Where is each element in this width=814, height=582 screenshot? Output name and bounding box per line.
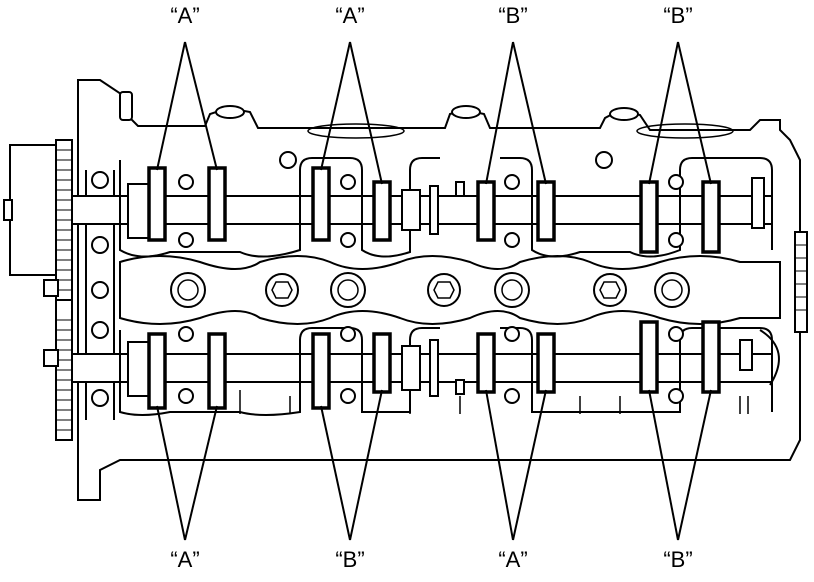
bottom-label-4: “B” (663, 547, 693, 572)
upper-journal-3 (311, 166, 331, 242)
upper-shaft-collar-3 (455, 181, 465, 197)
top-label-3: “B” (498, 3, 528, 28)
head-bolt-3-hex (599, 281, 621, 299)
top-boss-3 (609, 107, 639, 121)
lower-shaft-end (739, 339, 753, 371)
lower-journal-7 (639, 320, 659, 394)
lower-shaft-collar-2 (429, 339, 439, 397)
top-boss-2 (451, 105, 481, 119)
top-leaders (156, 41, 712, 185)
plug-well-4 (654, 272, 690, 308)
front-bolt-3 (91, 281, 109, 299)
left-lower-tab (43, 279, 59, 297)
right-connector-hatch (795, 244, 807, 311)
left-cover-tab (3, 199, 13, 221)
upper-housing-row (119, 157, 773, 258)
lower-ribs (239, 390, 749, 414)
port-oval-2 (636, 123, 734, 139)
bottom-label-1: “A” (170, 547, 200, 572)
lower-shaft-collar-1 (401, 345, 421, 391)
upper-shaft-collar-1 (401, 189, 421, 231)
head-bolt-2 (427, 273, 461, 307)
front-shaft-stub-upper (127, 183, 151, 239)
head-bolt-2-hex (433, 281, 455, 299)
head-bolt-1 (265, 273, 299, 307)
upper-cap-bolts (178, 151, 684, 248)
right-end-bulge (759, 329, 780, 386)
front-bolt-1 (91, 171, 109, 189)
lower-journal-4 (372, 332, 392, 394)
plug-well-2 (330, 272, 366, 308)
head-bolt-1-hex (271, 281, 293, 299)
plug-well-3-inner (501, 279, 523, 301)
lower-journal-8 (701, 320, 721, 394)
plug-well-3 (494, 272, 530, 308)
upper-journal-2 (207, 166, 227, 242)
lower-camshaft (71, 353, 773, 383)
bottom-leaders (156, 389, 712, 541)
center-web (119, 255, 781, 325)
lower-journal-3 (311, 332, 331, 410)
plug-well-1 (170, 272, 206, 308)
front-bolt-5 (91, 389, 109, 407)
port-oval-1 (307, 123, 405, 139)
upper-journal-8 (701, 180, 721, 254)
breather-pipe (119, 91, 133, 121)
upper-shaft-collar-2 (429, 185, 439, 235)
top-boss-1 (215, 105, 245, 119)
left-lower-tab-2 (43, 349, 59, 367)
head-outline (77, 79, 801, 501)
front-bolt-4 (91, 321, 109, 339)
upper-journal-7 (639, 180, 659, 254)
lower-shaft-collar-3 (455, 379, 465, 395)
upper-journal-1 (147, 166, 167, 242)
bottom-label-3: “A” (498, 547, 528, 572)
left-cover-plate (9, 144, 57, 276)
head-bolt-3 (593, 273, 627, 307)
upper-journal-6 (536, 180, 556, 242)
lower-cap-bolts (178, 326, 684, 404)
upper-camshaft (71, 195, 773, 225)
right-connector (794, 231, 808, 333)
top-label-2: “A” (335, 3, 365, 28)
upper-journal-4 (372, 180, 392, 242)
front-shaft-stub-lower (127, 341, 151, 397)
bottom-label-2: “B” (335, 547, 365, 572)
lower-journal-2 (207, 332, 227, 410)
plug-well-2-inner (337, 279, 359, 301)
top-label-4: “B” (663, 3, 693, 28)
plug-well-4-inner (661, 279, 683, 301)
lower-journal-1 (147, 332, 167, 410)
front-bolt-2 (91, 236, 109, 254)
upper-journal-5 (476, 180, 496, 242)
lower-journal-6 (536, 332, 556, 394)
top-label-1: “A” (170, 3, 200, 28)
lower-journal-5 (476, 332, 496, 394)
upper-shaft-end (751, 177, 765, 229)
plug-well-1-inner (177, 279, 199, 301)
